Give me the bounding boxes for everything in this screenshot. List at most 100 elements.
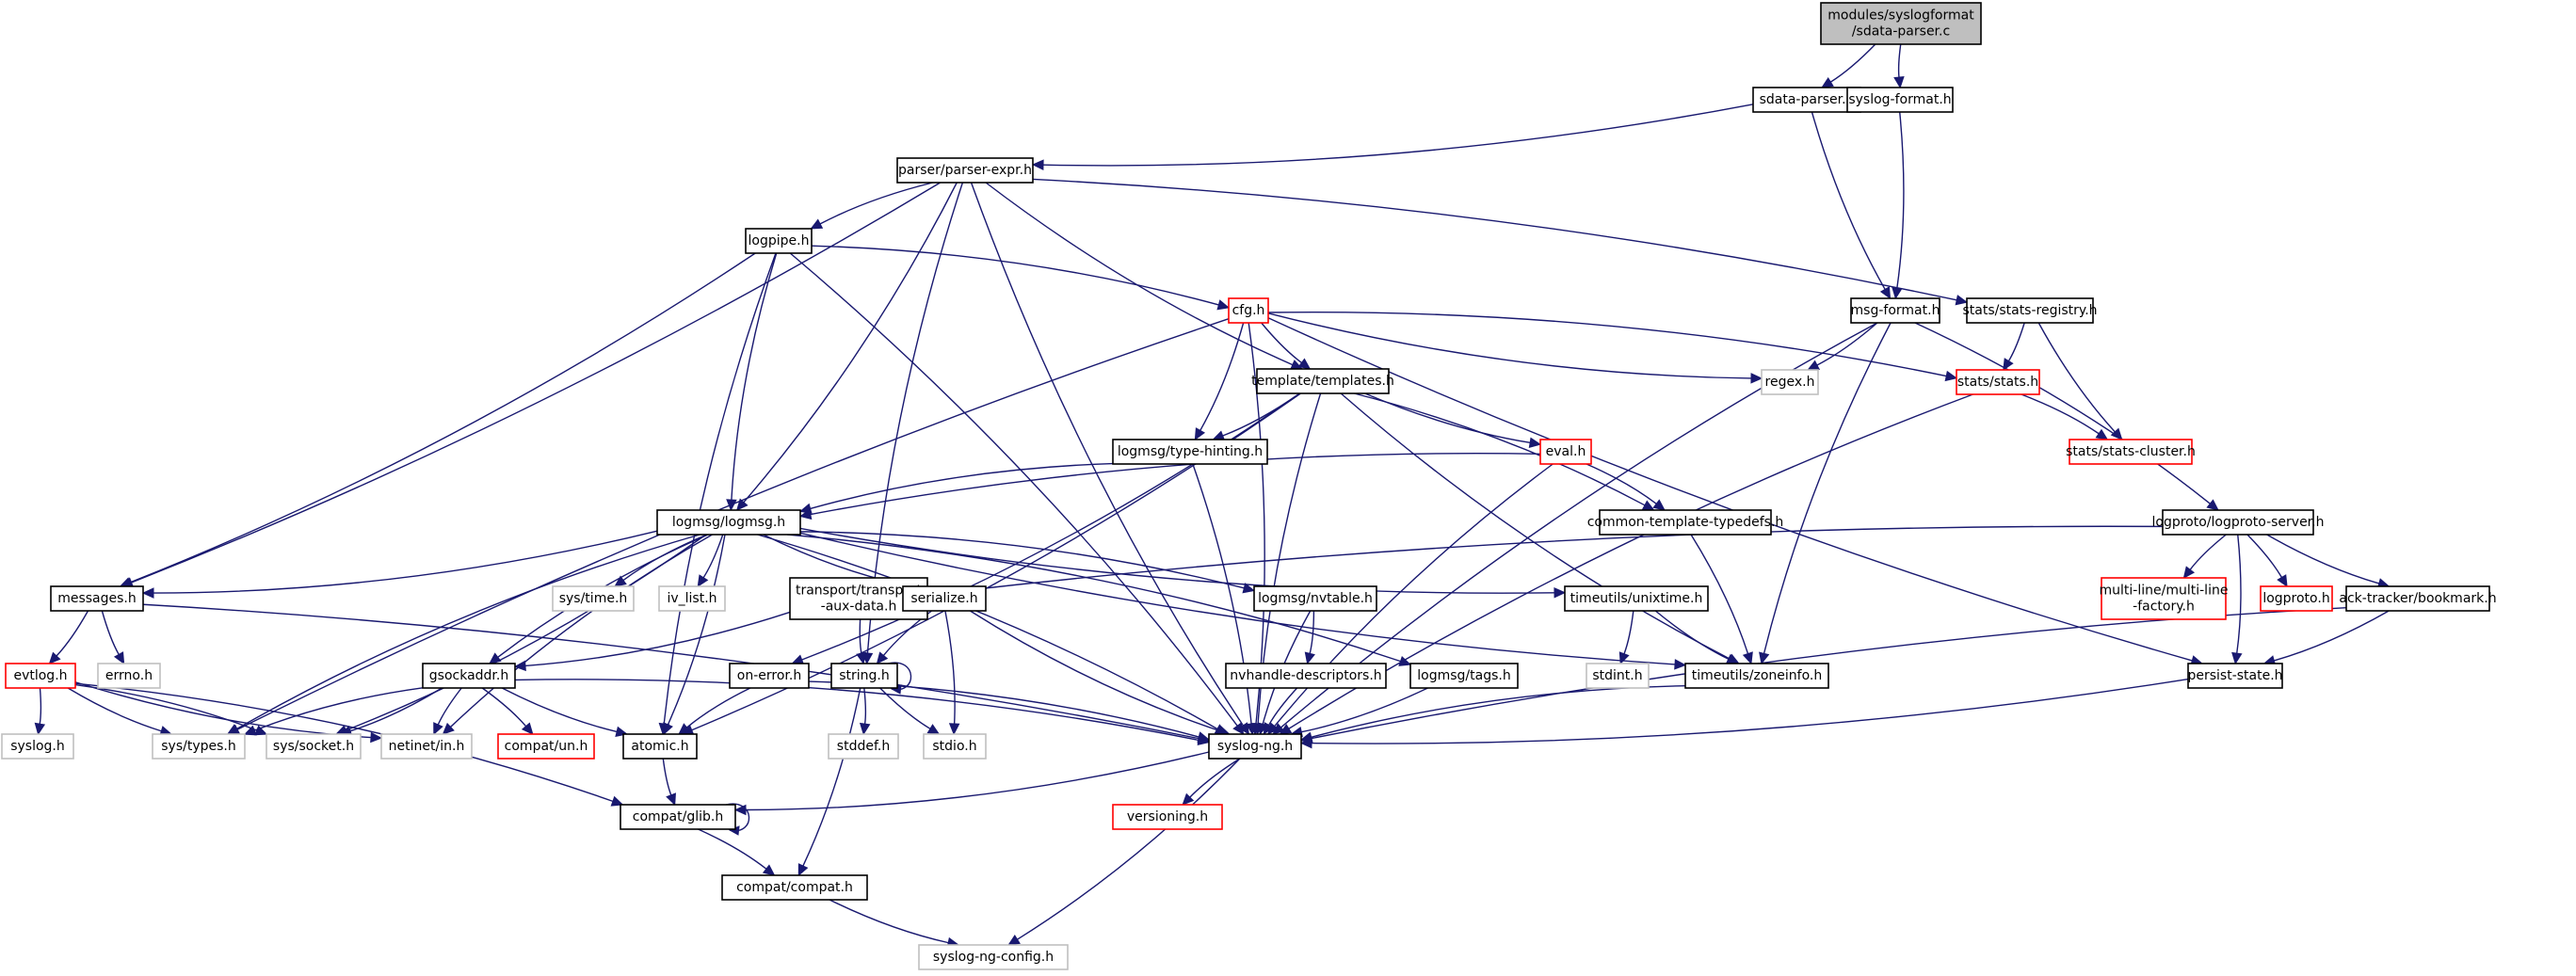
node-box[interactable] [497,733,595,760]
node-box[interactable] [622,733,698,760]
node-box[interactable] [5,663,76,689]
node-syslog-ng[interactable]: syslog-ng.h [1208,733,1302,760]
node-box[interactable] [1112,804,1223,830]
node-bookmark[interactable]: ack-tracker/bookmark.h [2339,585,2497,612]
node-root[interactable]: modules/syslogformat/sdata-parser.c [1820,2,1982,45]
edge-evtlog-to-sys-socket [74,683,268,736]
node-iv_list[interactable]: iv_list.h [658,585,726,612]
node-box[interactable] [152,733,246,760]
node-on-error[interactable]: on-error.h [729,663,810,689]
node-tags[interactable]: logmsg/tags.h [1409,663,1519,689]
node-box[interactable] [1564,585,1709,612]
node-string[interactable]: string.h [830,663,898,689]
node-box[interactable] [1539,439,1592,465]
node-box[interactable] [1850,297,1940,324]
node-versioning[interactable]: versioning.h [1112,804,1223,830]
node-box[interactable] [1956,369,2040,395]
node-box[interactable] [1586,663,1650,689]
node-box[interactable] [380,733,473,760]
node-box[interactable] [1409,663,1519,689]
node-box[interactable] [2260,585,2333,612]
node-box[interactable] [828,733,899,760]
node-messages[interactable]: messages.h [50,585,144,612]
node-syslog-format[interactable]: syslog-format.h [1846,87,1954,113]
node-box[interactable] [721,874,868,901]
node-box[interactable] [656,509,801,536]
node-parser-expr[interactable]: parser/parser-expr.h [896,157,1034,184]
node-stats[interactable]: stats/stats.h [1956,369,2040,395]
node-logproto[interactable]: logproto.h [2260,585,2333,612]
node-box[interactable] [1225,663,1387,689]
node-zoneinfo[interactable]: timeutils/zoneinfo.h [1684,663,1829,689]
node-regex[interactable]: regex.h [1761,369,1819,395]
node-box[interactable] [1253,585,1377,612]
node-logproto-server[interactable]: logproto/logproto-server.h [2152,509,2325,536]
node-box[interactable] [2187,663,2283,689]
node-stats-registry[interactable]: stats/stats-registry.h [1962,297,2098,324]
node-box[interactable] [1820,2,1982,45]
node-syslog-ng-config[interactable]: syslog-ng-config.h [918,944,1069,970]
node-multi-line[interactable]: multi-line/multi-line-factory.h [2100,577,2229,620]
node-box[interactable] [729,663,810,689]
node-glib[interactable]: compat/glib.h [620,804,736,830]
node-box[interactable] [97,663,161,689]
node-box[interactable] [1228,297,1269,324]
node-evtlog[interactable]: evtlog.h [5,663,76,689]
node-templates[interactable]: template/templates.h [1251,368,1394,394]
node-cfg[interactable]: cfg.h [1228,297,1269,324]
node-transport-aux[interactable]: transport/transport-aux-data.h [789,577,928,620]
node-box[interactable] [266,733,362,760]
node-msg-format[interactable]: msg-format.h [1850,297,1940,324]
node-stdio[interactable]: stdio.h [923,733,987,760]
node-box[interactable] [896,157,1034,184]
node-atomic[interactable]: atomic.h [622,733,698,760]
node-box[interactable] [918,944,1069,970]
node-syslog[interactable]: syslog.h [1,733,74,760]
node-stdint[interactable]: stdint.h [1586,663,1650,689]
node-box[interactable] [902,585,987,612]
node-box[interactable] [50,585,144,612]
node-nvtable[interactable]: logmsg/nvtable.h [1253,585,1377,612]
node-box[interactable] [552,585,635,612]
node-logpipe[interactable]: logpipe.h [745,228,813,254]
node-box[interactable] [1,733,74,760]
node-box[interactable] [2162,509,2314,536]
node-serialize[interactable]: serialize.h [902,585,987,612]
node-eval[interactable]: eval.h [1539,439,1592,465]
node-box[interactable] [1684,663,1829,689]
node-box[interactable] [1112,439,1268,465]
node-box[interactable] [1966,297,2094,324]
node-box[interactable] [1599,509,1772,536]
node-box[interactable] [658,585,726,612]
node-type-hinting[interactable]: logmsg/type-hinting.h [1112,439,1268,465]
node-sdata-parser[interactable]: sdata-parser.h [1752,87,1861,113]
node-box[interactable] [1846,87,1954,113]
node-box[interactable] [1752,87,1861,113]
node-nvhandle-descriptors[interactable]: nvhandle-descriptors.h [1225,663,1387,689]
node-compat-un[interactable]: compat/un.h [497,733,595,760]
node-common-template-typedefs[interactable]: common-template-typedefs.h [1587,509,1784,536]
node-box[interactable] [745,228,813,254]
node-persist-state[interactable]: persist-state.h [2187,663,2283,689]
node-stats-cluster[interactable]: stats/stats-cluster.h [2066,439,2196,465]
node-sys-time[interactable]: sys/time.h [552,585,635,612]
node-box[interactable] [1208,733,1302,760]
node-compat[interactable]: compat/compat.h [721,874,868,901]
node-box[interactable] [1761,369,1819,395]
node-gsockaddr[interactable]: gsockaddr.h [422,663,516,689]
node-sys-types[interactable]: sys/types.h [152,733,246,760]
node-errno[interactable]: errno.h [97,663,161,689]
node-box[interactable] [1256,368,1390,394]
node-box[interactable] [422,663,516,689]
node-unixtime[interactable]: timeutils/unixtime.h [1564,585,1709,612]
node-box[interactable] [2069,439,2193,465]
node-box[interactable] [830,663,898,689]
node-stddef[interactable]: stddef.h [828,733,899,760]
node-box[interactable] [620,804,736,830]
node-box[interactable] [2101,577,2227,620]
node-netinet-in[interactable]: netinet/in.h [380,733,473,760]
node-box[interactable] [923,733,987,760]
node-box[interactable] [2345,585,2490,612]
node-sys-socket[interactable]: sys/socket.h [266,733,362,760]
node-logmsg[interactable]: logmsg/logmsg.h [656,509,801,536]
